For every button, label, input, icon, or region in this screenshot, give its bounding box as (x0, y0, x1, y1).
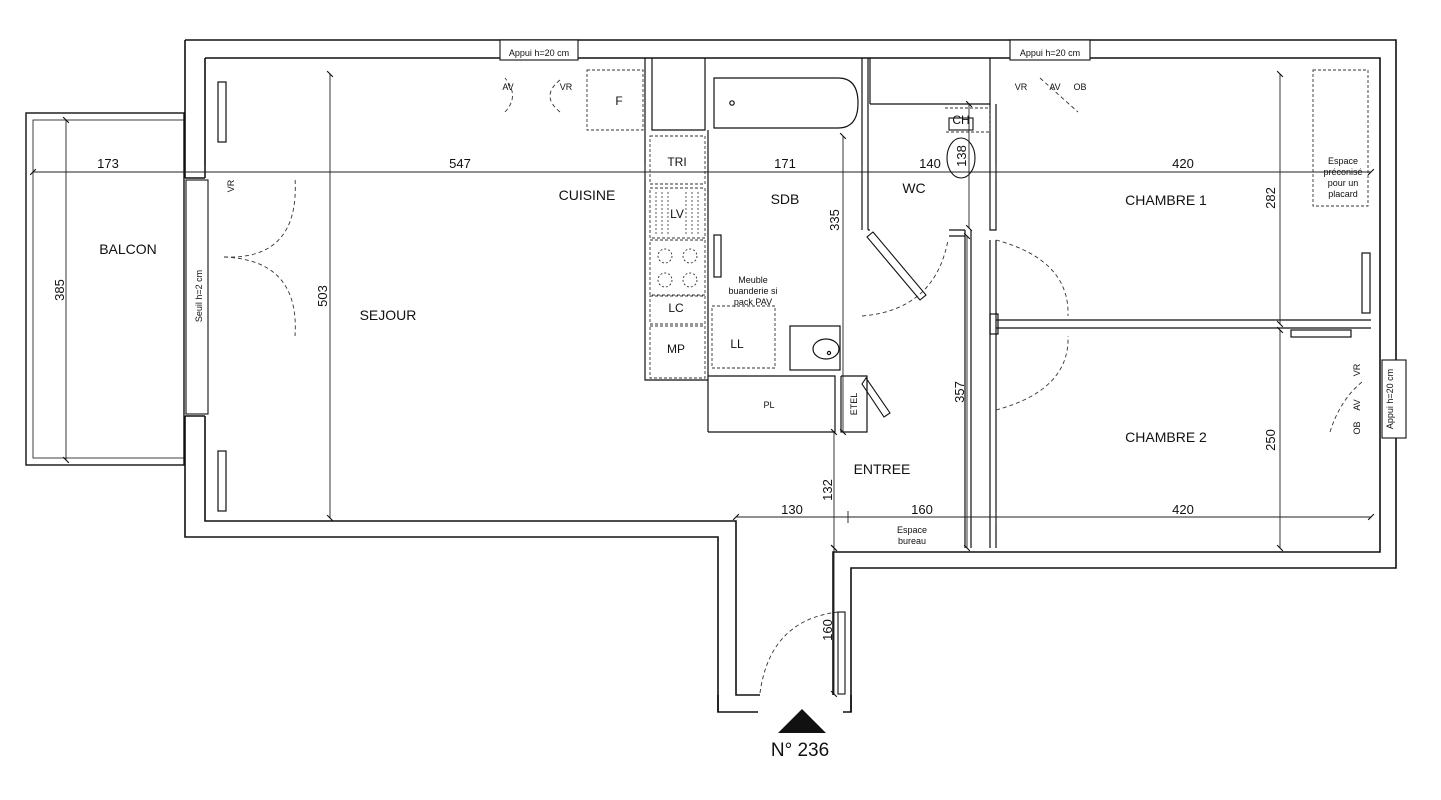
note-meuble-line1: Meuble (738, 275, 768, 285)
fixture-label-mp: MP (667, 342, 685, 356)
dim-balcon-width: 173 (97, 156, 119, 171)
exterior-walls (184, 39, 1397, 713)
note-placard-line2: préconisé (1323, 167, 1362, 177)
dashed-fixtures (586, 69, 1369, 379)
note-appui-3: Appui h=20 cm (1385, 369, 1395, 429)
room-label-cuisine: CUISINE (559, 187, 616, 203)
window-sills (185, 39, 1407, 439)
fixture-label-lv: LV (670, 207, 684, 221)
dim-chambre2-width: 420 (1172, 502, 1194, 517)
mark-vr-2: VR (1015, 82, 1028, 92)
dim-couloir-depth: 357 (952, 381, 967, 403)
note-bureau-line2: bureau (898, 536, 926, 546)
entrance-marker: N° 236 (771, 709, 829, 761)
room-labels: BALCON SEJOUR CUISINE SDB WC CHAMBRE 1 C… (99, 180, 1207, 477)
note-appui-1: Appui h=20 cm (509, 48, 569, 58)
dim-wc-width: 140 (919, 156, 941, 171)
wc-toilet (946, 117, 976, 179)
room-label-sdb: SDB (771, 191, 800, 207)
mark-vr-3: VR (1352, 363, 1362, 376)
mark-av-2: AV (1049, 82, 1060, 92)
dim-entree-left: 130 (781, 502, 803, 517)
note-placard-line4: placard (1328, 189, 1358, 199)
fixture-label-ll: LL (730, 337, 744, 351)
fixture-label-tri: TRI (667, 155, 686, 169)
mark-av-1: AV (502, 82, 513, 92)
room-label-balcon: BALCON (99, 241, 157, 257)
dimension-lines (29, 70, 1375, 698)
interior-walls (217, 58, 1371, 548)
dim-sejour-width: 547 (449, 156, 471, 171)
fixture-label-ch: CH (952, 113, 969, 127)
dim-bureau-width: 160 (911, 502, 933, 517)
window-marks: AV VR VR AV OB VR AV OB VR (226, 82, 1362, 435)
dimension-labels: 173 547 171 140 420 130 160 420 385 503 … (52, 145, 1278, 641)
balcony (25, 112, 185, 466)
note-placard-line3: pour un (1328, 178, 1359, 188)
room-label-sejour: SEJOUR (360, 307, 417, 323)
fixture-label-etel: ETEL (849, 393, 859, 416)
note-meuble-line3: pack PAV (734, 297, 772, 307)
dim-chambre2-depth: 250 (1263, 429, 1278, 451)
dim-chambre1-depth: 282 (1263, 187, 1278, 209)
mark-vr-4: VR (226, 179, 236, 192)
dim-sdb-depth: 335 (827, 209, 842, 231)
dim-door-width: 160 (820, 619, 835, 641)
entrance-arrow-icon (778, 709, 826, 733)
note-meuble-line2: buanderie si (728, 286, 777, 296)
lot-number: N° 236 (771, 740, 829, 761)
dim-sdb-width: 171 (774, 156, 796, 171)
dim-entree-depth: 132 (820, 479, 835, 501)
mark-av-3: AV (1352, 399, 1362, 410)
room-label-chambre2: CHAMBRE 2 (1125, 429, 1207, 445)
door-swings (223, 77, 1363, 694)
note-placard-line1: Espace (1328, 156, 1358, 166)
room-label-entree: ENTREE (854, 461, 911, 477)
room-label-chambre1: CHAMBRE 1 (1125, 192, 1207, 208)
hob-rings (657, 248, 698, 288)
dim-balcon-depth: 385 (52, 279, 67, 301)
notes: Appui h=20 cm Appui h=20 cm Appui h=20 c… (194, 48, 1395, 546)
fixture-label-lc: LC (668, 301, 684, 315)
sink-grid (655, 192, 699, 234)
note-appui-2: Appui h=20 cm (1020, 48, 1080, 58)
note-seuil: Seuil h=2 cm (194, 270, 204, 322)
mark-vr-1: VR (560, 82, 573, 92)
dim-chambre1-width: 420 (1172, 156, 1194, 171)
fixture-labels: F TRI LV LC MP LL PL ETEL CH (615, 94, 969, 415)
room-label-wc: WC (902, 180, 925, 196)
mark-ob-2: OB (1352, 421, 1362, 434)
door-leaves (837, 231, 927, 695)
fixture-label-f: F (615, 94, 622, 108)
fixture-label-pl: PL (763, 400, 774, 410)
dim-sejour-depth: 503 (315, 285, 330, 307)
mark-ob-1: OB (1073, 82, 1086, 92)
note-bureau-line1: Espace (897, 525, 927, 535)
dim-wc-depth: 138 (954, 145, 969, 167)
